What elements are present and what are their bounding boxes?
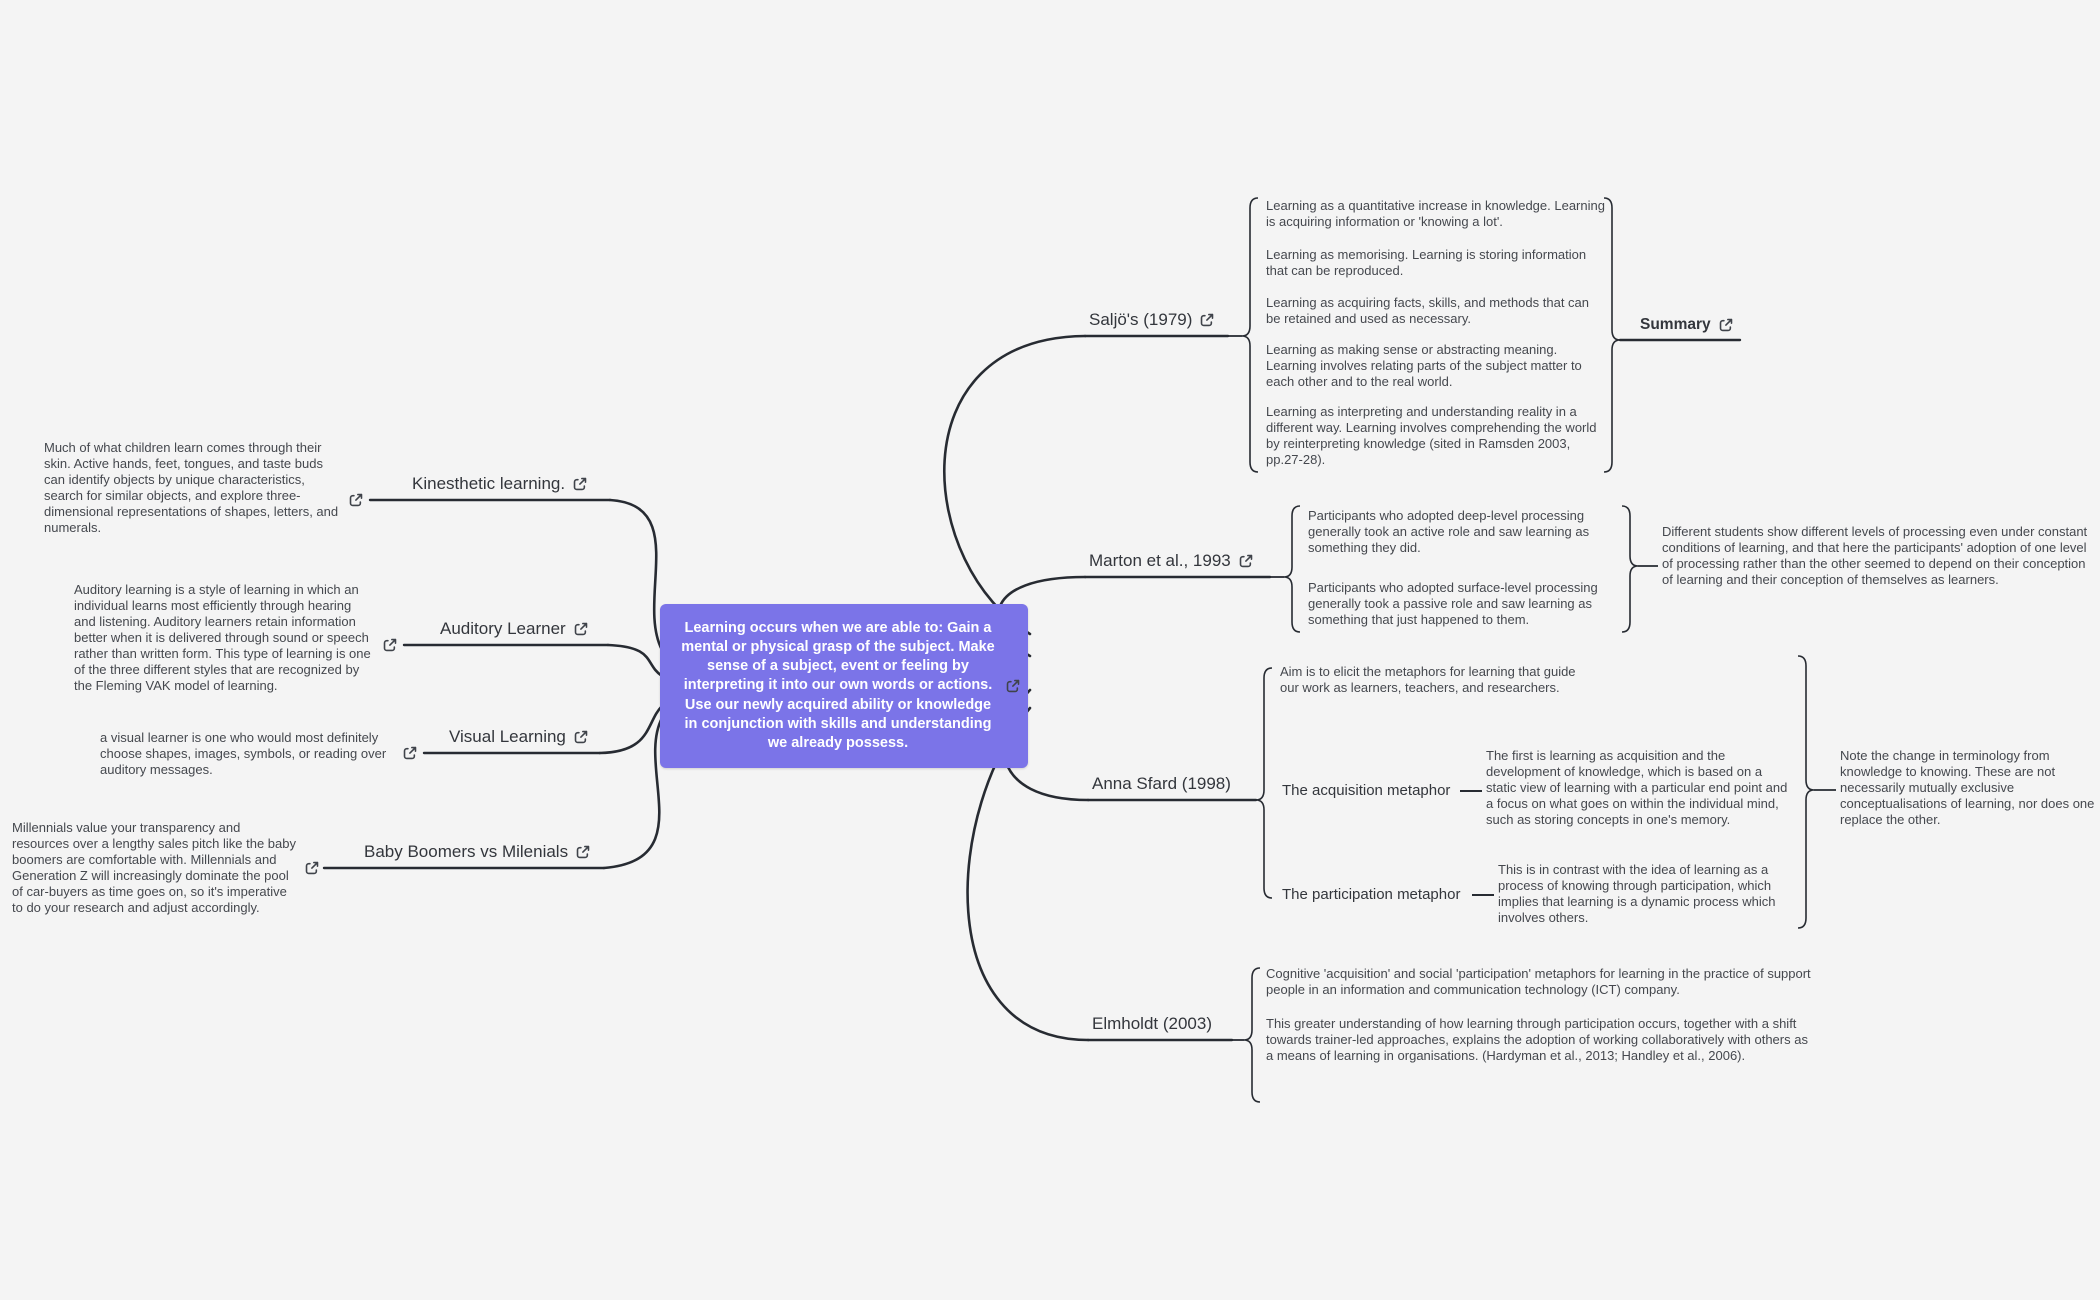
- brace-sfard-children: [1255, 667, 1273, 899]
- saljo-item[interactable]: Learning as a quantitative increase in k…: [1266, 198, 1605, 229]
- note-babyboomers[interactable]: Millennials value your transparency and …: [12, 820, 296, 915]
- saljo-item[interactable]: Learning as acquiring facts, skills, and…: [1266, 295, 1590, 326]
- note-auditory[interactable]: Auditory learning is a style of learning…: [74, 582, 371, 693]
- sublabel-text: The acquisition metaphor: [1282, 782, 1451, 799]
- marton-conclusion[interactable]: Different students show different levels…: [1662, 524, 2088, 587]
- brace-elmholdt: [1243, 967, 1261, 1103]
- brace-saljo-left: [1241, 197, 1259, 473]
- brace-saljo-right: [1603, 197, 1621, 473]
- curve-kinesthetic: [608, 498, 664, 652]
- branch-label-text: Baby Boomers vs Milenials: [364, 842, 569, 861]
- summary-label-text: Summary: [1640, 316, 1711, 333]
- curve-saljo: [943, 334, 1087, 636]
- saljo-item[interactable]: Learning as memorising. Learning is stor…: [1266, 247, 1587, 278]
- branch-label-text: Saljö's (1979): [1089, 310, 1193, 329]
- marton-item[interactable]: Participants who adopted surface-level p…: [1308, 580, 1598, 627]
- brace-marton-left: [1283, 505, 1301, 633]
- elmholdt-text[interactable]: Cognitive 'acquisition' and social 'part…: [1266, 966, 1811, 1064]
- elmholdt-paragraph-2: This greater understanding of how learni…: [1266, 1016, 1808, 1063]
- note-kinesthetic[interactable]: Much of what children learn comes throug…: [44, 440, 339, 535]
- marton-item[interactable]: Participants who adopted deep-level proc…: [1308, 508, 1590, 555]
- external-link-icon[interactable]: [402, 745, 418, 761]
- sfard-aim[interactable]: Aim is to elicit the metaphors for learn…: [1280, 664, 1576, 695]
- branch-label-babyboomers[interactable]: Baby Boomers vs Milenials: [364, 842, 591, 862]
- external-link-icon[interactable]: [573, 729, 589, 745]
- external-link-icon[interactable]: [1199, 312, 1215, 328]
- participation-metaphor-node[interactable]: The participation metaphor: [1282, 886, 1460, 903]
- brace-sfard-right: [1797, 655, 1815, 929]
- acquisition-text[interactable]: The first is learning as acquisition and…: [1486, 748, 1788, 827]
- branch-label-text: Marton et al., 1993: [1089, 551, 1231, 570]
- branch-label-text: Elmholdt (2003): [1092, 1014, 1213, 1033]
- elmholdt-paragraph-1: Cognitive 'acquisition' and social 'part…: [1266, 966, 1811, 997]
- branch-label-marton[interactable]: Marton et al., 1993: [1089, 551, 1254, 571]
- branch-label-kinesthetic[interactable]: Kinesthetic learning.: [412, 474, 588, 494]
- brace-marton-right: [1621, 505, 1639, 633]
- branch-label-text: Visual Learning: [449, 727, 566, 746]
- branch-label-text: Kinesthetic learning.: [412, 474, 566, 493]
- external-link-icon[interactable]: [1005, 678, 1021, 694]
- central-node[interactable]: Learning occurs when we are able to: Gai…: [660, 604, 1028, 768]
- saljo-item[interactable]: Learning as interpreting and understandi…: [1266, 404, 1597, 467]
- external-link-icon[interactable]: [348, 492, 364, 508]
- external-link-icon[interactable]: [304, 860, 320, 876]
- branch-label-sfard[interactable]: Anna Sfard (1998): [1092, 774, 1231, 794]
- external-link-icon[interactable]: [573, 621, 589, 637]
- summary-node[interactable]: Summary: [1640, 316, 1734, 334]
- external-link-icon[interactable]: [575, 844, 591, 860]
- external-link-icon[interactable]: [1238, 553, 1254, 569]
- external-link-icon[interactable]: [382, 637, 398, 653]
- branch-label-saljo[interactable]: Saljö's (1979): [1089, 310, 1215, 330]
- curve-visual: [598, 704, 664, 755]
- curve-auditory: [606, 643, 664, 678]
- saljo-item[interactable]: Learning as making sense or abstracting …: [1266, 342, 1582, 389]
- curve-babyboomers: [602, 716, 664, 870]
- note-visual[interactable]: a visual learner is one who would most d…: [100, 730, 387, 777]
- branch-label-text: Anna Sfard (1998): [1092, 774, 1231, 793]
- external-link-icon[interactable]: [1718, 317, 1734, 333]
- sublabel-text: The participation metaphor: [1282, 886, 1461, 903]
- acquisition-metaphor-node[interactable]: The acquisition metaphor: [1282, 782, 1450, 799]
- central-node-text: Learning occurs when we are able to: Gai…: [681, 620, 995, 751]
- branch-label-visual[interactable]: Visual Learning: [449, 727, 589, 747]
- branch-label-auditory[interactable]: Auditory Learner: [440, 619, 589, 639]
- sfard-note[interactable]: Note the change in terminology from know…: [1840, 748, 2095, 827]
- branch-label-elmholdt[interactable]: Elmholdt (2003): [1092, 1014, 1212, 1034]
- external-link-icon[interactable]: [572, 476, 588, 492]
- branch-label-text: Auditory Learner: [440, 619, 566, 638]
- participation-text[interactable]: This is in contrast with the idea of lea…: [1498, 862, 1776, 925]
